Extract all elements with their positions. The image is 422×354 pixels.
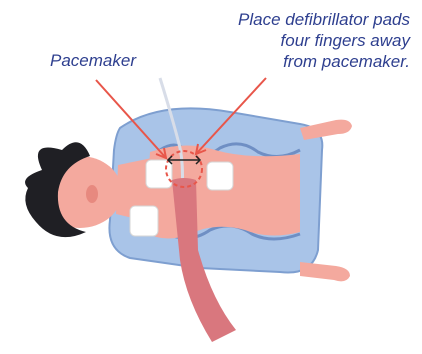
defibrillator-pad-upper [146, 160, 172, 188]
right-arm [300, 120, 352, 140]
left-arm [300, 262, 350, 281]
instruction-line-3: from pacemaker. [238, 51, 410, 72]
defibrillator-pad-lower [130, 206, 158, 236]
instruction-line-1: Place defibrillator pads [238, 9, 410, 30]
defibrillator-pad-side [207, 162, 233, 190]
ear [86, 185, 98, 203]
instruction-line-2: four fingers away [238, 30, 410, 51]
instruction-label: Place defibrillator pads four fingers aw… [238, 9, 410, 72]
pacemaker-label: Pacemaker [50, 50, 136, 71]
